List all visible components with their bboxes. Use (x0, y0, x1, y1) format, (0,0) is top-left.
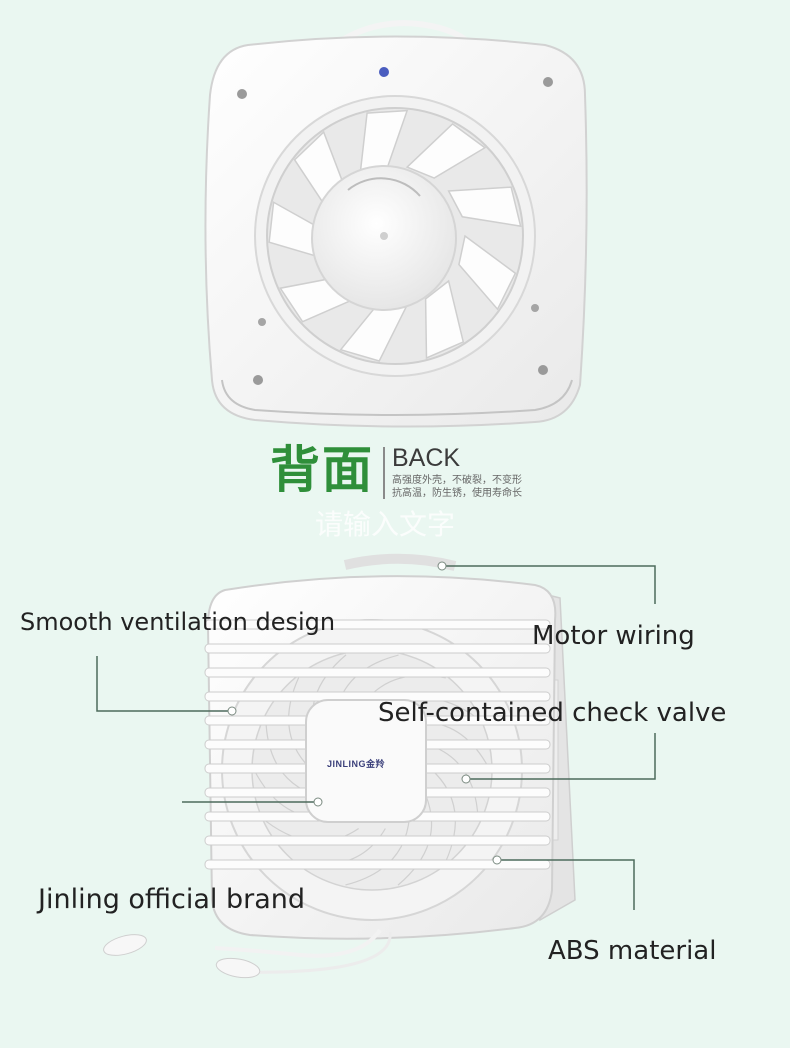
screw-hole (543, 77, 553, 87)
grille-bar (204, 667, 551, 678)
center-plate (305, 699, 427, 823)
fan-blade (447, 186, 522, 228)
callout-abs-material: ABS material (548, 936, 717, 966)
pull-knob (103, 934, 147, 956)
fan-blades (268, 109, 522, 362)
section-desc-line2: 抗高温，防生锈，使用寿命长 (392, 488, 522, 499)
pull-cord (214, 928, 382, 958)
section-desc-line1: 高强度外壳，不破裂，不变形 (392, 475, 522, 486)
placeholder-watermark: 请输入文字 (315, 508, 456, 541)
section-title-en: BACK (392, 444, 461, 472)
leader-check-valve (466, 733, 656, 780)
grille-bar (204, 643, 551, 654)
leader-lines (96, 565, 656, 910)
fan-front-view (103, 553, 576, 979)
leader-abs-material (497, 859, 635, 910)
callout-smooth-ventilation: Smooth ventilation design (20, 608, 336, 636)
leader-motor-wiring (442, 565, 656, 604)
pull-knob (215, 957, 261, 979)
grille-bar (204, 619, 551, 630)
title-divider (383, 447, 385, 499)
fan-blade (458, 234, 517, 311)
leader-smooth-ventilation (96, 656, 232, 712)
indicator-dot (379, 67, 389, 77)
screw-hole (237, 89, 247, 99)
brand-logo: JINLING金羚 (327, 757, 385, 770)
callout-check-valve: Self-contained check valve (378, 698, 727, 728)
screw-hole (253, 375, 263, 385)
screw-hole (538, 365, 548, 375)
fan-blade (424, 279, 465, 360)
brand-logo-text: JINLING金羚 (327, 759, 386, 769)
callout-official-brand: Jinling official brand (38, 884, 306, 915)
grille-bar (204, 859, 551, 870)
fan-back-view (204, 20, 588, 428)
section-title-cn: 背面 (270, 441, 374, 499)
callout-dots (227, 561, 502, 865)
callout-motor-wiring: Motor wiring (532, 621, 695, 651)
grille-bar (204, 835, 551, 846)
fan-blade (405, 122, 487, 179)
